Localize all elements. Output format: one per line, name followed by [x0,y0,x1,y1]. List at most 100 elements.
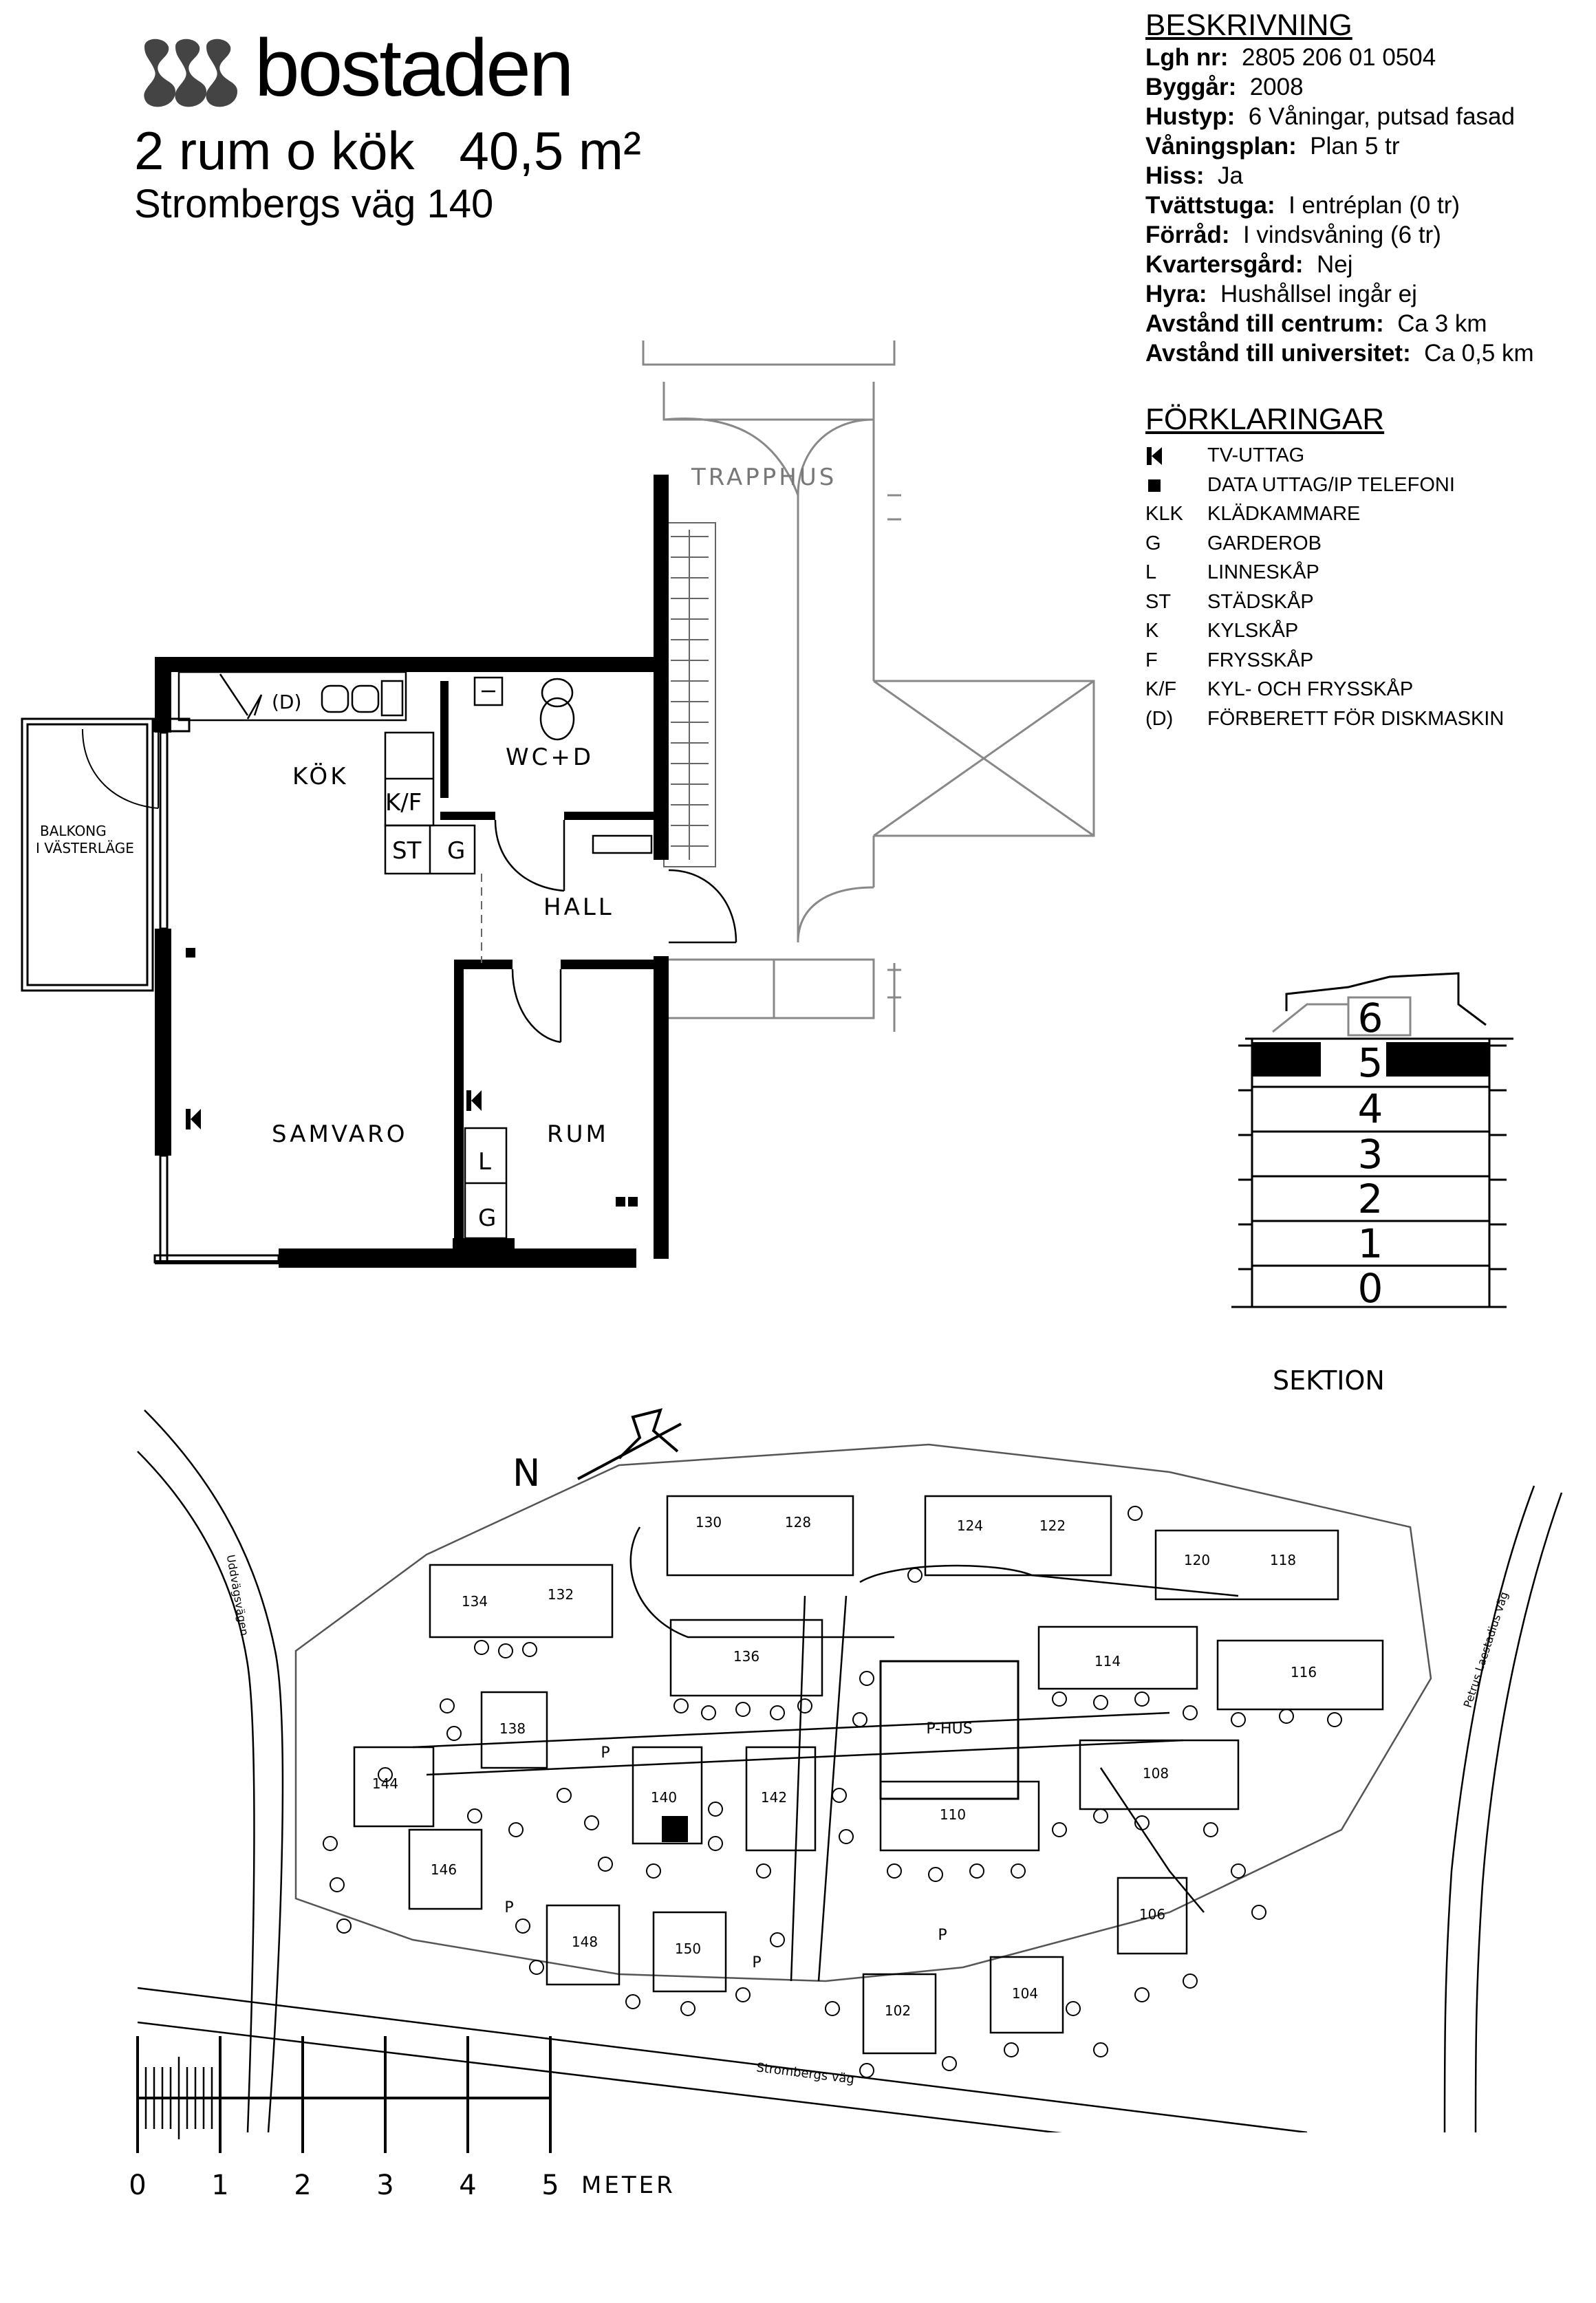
description-row: Hiss: Ja [1145,162,1244,189]
fixture-dishwasher: (D) [272,691,301,713]
building-number: 130 [695,1514,722,1531]
building-section: 6 5 4 3 2 1 0 SEKTION [1231,972,1513,1396]
site-plan: N 130 128 124 122 134 132 120 118 136 11… [137,1408,1563,2132]
building-number: 134 [462,1593,488,1610]
building-number: 124 [957,1517,983,1534]
walls [155,475,669,1268]
parking-garage [879,1660,1020,1800]
building-number: 136 [733,1648,759,1665]
building-number: 102 [885,2002,911,2019]
description-panel: BESKRIVNING Lgh nr: 2805 206 01 0504 Byg… [1145,8,1586,368]
building [879,1780,1040,1852]
parking-label: P [938,1927,947,1944]
section-label: SEKTION [1273,1365,1385,1396]
fixture-g2: G [478,1204,496,1232]
scale-tick: 3 [376,2170,393,2201]
apartment-title: 2 rum o kök 40,5 m² [134,120,641,181]
scale-tick: 4 [459,2170,476,2201]
stairwell [642,340,1095,1032]
description-row: Kvartersgård: Nej [1145,251,1353,278]
brand-name: bostaden [255,23,574,113]
floor-label: 1 [1358,1220,1383,1267]
parking-label: P [752,1954,761,1971]
description-row: Avstånd till universitet: Ca 0,5 km [1145,340,1534,367]
fixture-st: ST [392,837,422,865]
building [652,1911,727,1993]
north-label: N [513,1451,540,1495]
scale-tick: 0 [129,2170,146,2201]
street-name: Uddvägsvägen [224,1554,251,1637]
highlighted-floor-left [1252,1042,1321,1077]
room-kitchen: KÖK [292,762,349,790]
north-arrow-icon [577,1408,682,1480]
scale-tick: 5 [541,2170,559,2201]
floor-label: 6 [1358,995,1383,1041]
description-row: Hustyp: 6 Våningar, putsad fasad [1145,103,1515,130]
building-number: 120 [1184,1552,1210,1568]
building-number: 148 [572,1934,598,1950]
scale-tick: 2 [294,2170,311,2201]
floor-label: 3 [1358,1131,1383,1178]
description-row: Förråd: I vindsvåning (6 tr) [1145,221,1441,248]
street-name: Strombergs väg [755,2060,855,2086]
apartment-address: Strombergs väg 140 [134,182,494,226]
building [1079,1739,1240,1810]
balcony [21,717,159,992]
scale-tick: 1 [211,2170,228,2201]
building-number: 116 [1291,1664,1317,1680]
floor-label: 0 [1358,1265,1383,1312]
fixture-kf: K/F [385,789,422,817]
building-number: 106 [1139,1906,1165,1923]
building [353,1746,435,1828]
doors [494,819,737,1044]
street-name: Petrus Laestadius väg [1461,1590,1511,1709]
data-outlet-icon [1145,471,1207,500]
description-row: Våningsplan: Plan 5 tr [1145,133,1400,160]
building-number: 146 [431,1861,457,1878]
current-building-marker [662,1816,688,1842]
building [924,1495,1112,1577]
building-number: 108 [1143,1765,1169,1782]
parking-label: P [504,1899,513,1916]
stair-flight [663,522,716,867]
room-bedroom: RUM [547,1121,609,1148]
description-row: Hyra: Hushållsel ingår ej [1145,281,1417,307]
building-number: 118 [1270,1552,1296,1568]
building [1216,1639,1384,1711]
scale-unit: METER [581,2172,674,2199]
building [745,1746,817,1852]
floor-label: 2 [1358,1176,1383,1222]
highlighted-floor-right [1386,1042,1489,1077]
legend-item: TV-UTTAG [1145,441,1586,471]
building-number: 104 [1012,1985,1038,2002]
building [862,1973,937,2055]
building-number: 132 [548,1586,574,1603]
room-wc: WC+D [506,744,594,771]
building [632,1746,703,1845]
building [666,1495,854,1577]
bostaden-logo-icon [144,39,237,107]
building [669,1619,823,1697]
balcony-orientation: I VÄSTERLÄGE [36,840,134,856]
building-number: 110 [940,1806,966,1823]
building [429,1564,614,1639]
balcony-label: BALKONG [40,823,107,839]
building-number: 142 [761,1789,787,1806]
room-stairwell: TRAPPHUS [691,464,837,491]
legend-item: (D)FÖRBERETT FÖR DISKMASKIN [1145,707,1505,730]
building-number: 122 [1039,1517,1066,1534]
description-row: Byggår: 2008 [1145,74,1304,100]
scale-bar: 0 1 2 3 4 5 METER [129,2036,674,2201]
outlets [186,948,638,1207]
building-number: 140 [651,1789,677,1806]
floor-plan: KÖK WC+D HALL SAMVARO RUM TRAPPHUS BALKO… [21,340,1095,1268]
building [1037,1625,1198,1690]
tv-outlet-icon [1145,441,1207,471]
building-number: 128 [785,1514,811,1531]
